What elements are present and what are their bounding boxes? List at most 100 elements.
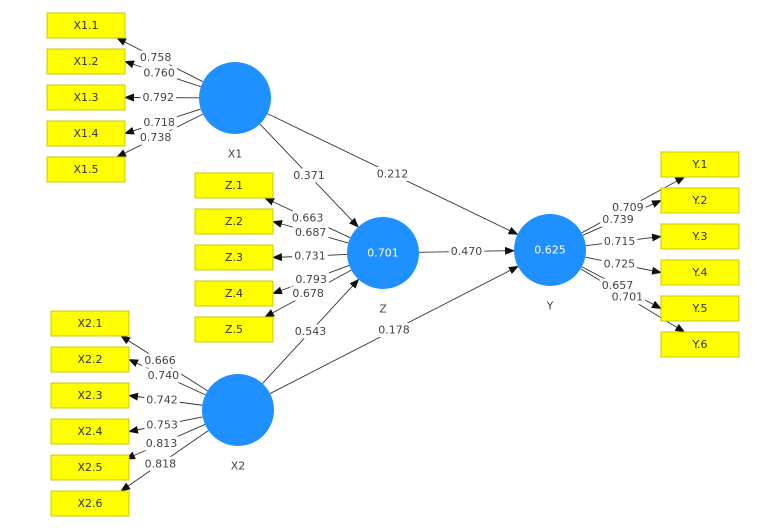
indicator-y-3[interactable]: Y.3 — [660, 223, 740, 250]
indicator-label: Y.1 — [692, 158, 708, 171]
path-coefficient-label-bg — [448, 244, 485, 259]
outer-loading-label: 0.709 — [612, 201, 644, 214]
indicator-label: Y.3 — [692, 230, 708, 243]
latent-circle[interactable] — [514, 214, 586, 286]
indicator-x2-5[interactable]: X2.5 — [50, 454, 130, 481]
indicator-label: Y.4 — [692, 266, 708, 279]
indicator-label: X2.4 — [77, 425, 102, 438]
outer-loading-label: 0.687 — [295, 226, 327, 239]
outer-loading-label-bg — [137, 50, 174, 65]
indicator-label: X2.1 — [77, 317, 102, 330]
indicator-label: X1.3 — [73, 91, 98, 104]
outer-loading-label-bg — [599, 278, 636, 293]
indicator-label: X2.5 — [77, 461, 102, 474]
path-coefficient-label-bg — [376, 323, 412, 337]
indicator-x1-1[interactable]: X1.1 — [46, 12, 126, 39]
indicator-x2-6[interactable]: X2.6 — [50, 490, 130, 517]
outer-loading-label: 0.739 — [602, 213, 634, 226]
indicator-label: Z.5 — [225, 323, 243, 336]
latent-circle[interactable] — [202, 374, 274, 446]
outer-loading-label-bg — [609, 290, 646, 305]
outer-loading-label-bg — [600, 212, 636, 227]
indicator-label: X2.6 — [77, 497, 102, 510]
outer-loading-label-bg — [141, 115, 177, 130]
outer-loading-label-bg — [144, 392, 180, 407]
path-coefficient-label: 0.470 — [451, 245, 483, 258]
outer-loading-label: 0.731 — [294, 249, 326, 262]
indicator-label: Z.1 — [225, 179, 243, 192]
outer-loading-label-bg — [143, 436, 180, 451]
indicator-label: X1.1 — [73, 19, 98, 32]
outer-loading-label: 0.792 — [143, 91, 175, 104]
latent-variable-x1[interactable]: X1 — [199, 62, 271, 161]
indicator-x1-4[interactable]: X1.4 — [46, 120, 126, 147]
outer-loading-label: 0.678 — [292, 287, 324, 300]
indicator-label: Y.2 — [692, 194, 708, 207]
r-squared-value: 0.701 — [367, 247, 399, 260]
outer-loading-label-bg — [610, 200, 646, 215]
indicator-y-1[interactable]: Y.1 — [660, 151, 740, 178]
indicator-y-5[interactable]: Y.5 — [660, 295, 740, 322]
path-coefficient-label-bg — [292, 324, 329, 339]
indicator-x2-4[interactable]: X2.4 — [50, 418, 130, 445]
outer-loading-label-bg — [140, 90, 177, 105]
latent-name: Y — [546, 300, 554, 313]
outer-loading-label: 0.725 — [604, 258, 636, 271]
indicator-x1-2[interactable]: X1.2 — [46, 48, 126, 75]
indicator-label: Z.2 — [225, 215, 243, 228]
outer-loading-label-bg — [145, 368, 182, 383]
outer-loading-label: 0.742 — [146, 393, 178, 406]
outer-loading-label: 0.663 — [292, 211, 324, 224]
latent-variable-x2[interactable]: X2 — [202, 374, 274, 473]
outer-loading-label: 0.760 — [143, 66, 175, 79]
outer-loading-label: 0.657 — [602, 279, 634, 292]
indicator-x2-3[interactable]: X2.3 — [50, 382, 130, 409]
indicator-z-5[interactable]: Z.5 — [194, 316, 274, 343]
outer-loading-label-bg — [142, 456, 179, 471]
indicator-label: Y.6 — [692, 338, 708, 351]
outer-loading-label-bg — [292, 248, 328, 263]
indicator-label: X1.4 — [73, 127, 98, 140]
latent-circle[interactable] — [199, 62, 271, 134]
outer-loading-label-bg — [137, 130, 174, 145]
outer-loading-label: 0.715 — [604, 235, 636, 248]
latent-name: Z — [379, 303, 387, 316]
outer-loading-label: 0.813 — [146, 437, 178, 450]
indicator-x2-1[interactable]: X2.1 — [50, 310, 130, 337]
outer-loading-label: 0.701 — [612, 291, 644, 304]
indicator-x2-2[interactable]: X2.2 — [50, 346, 130, 373]
latent-circle[interactable] — [347, 217, 419, 289]
outer-loading-label: 0.666 — [144, 354, 176, 367]
indicator-label: X2.3 — [77, 389, 102, 402]
path-coefficient-label: 0.371 — [293, 169, 325, 182]
outer-loading-label: 0.718 — [143, 116, 175, 129]
indicator-label: X2.2 — [77, 353, 102, 366]
latent-name: X1 — [228, 148, 243, 161]
indicator-z-1[interactable]: Z.1 — [194, 172, 274, 199]
indicator-label: X1.2 — [73, 55, 98, 68]
path-coefficient-label: 0.543 — [295, 325, 327, 338]
indicator-z-2[interactable]: Z.2 — [194, 208, 274, 235]
outer-loading-label-bg — [290, 286, 326, 301]
outer-loading-label-bg — [292, 225, 329, 240]
outer-loading-label: 0.740 — [148, 369, 180, 382]
latent-name: X2 — [231, 460, 246, 473]
indicator-y-4[interactable]: Y.4 — [660, 259, 740, 286]
indicator-y-6[interactable]: Y.6 — [660, 331, 740, 358]
outer-loading-label: 0.818 — [145, 457, 177, 470]
path-coefficient-label-bg — [291, 168, 327, 183]
outer-loading-label: 0.758 — [140, 51, 172, 64]
indicator-z-3[interactable]: Z.3 — [194, 244, 274, 271]
outer-loading-label: 0.793 — [295, 273, 327, 286]
indicator-x1-5[interactable]: X1.5 — [46, 156, 126, 183]
indicator-y-2[interactable]: Y.2 — [660, 187, 740, 214]
outer-loading-label-bg — [144, 417, 180, 432]
outer-loading-label: 0.753 — [146, 418, 178, 431]
indicator-label: X1.5 — [73, 163, 98, 176]
path-coefficient-label: 0.212 — [377, 168, 409, 181]
indicator-x1-3[interactable]: X1.3 — [46, 84, 126, 111]
indicator-z-4[interactable]: Z.4 — [194, 280, 274, 307]
indicator-label: Y.5 — [692, 302, 708, 315]
